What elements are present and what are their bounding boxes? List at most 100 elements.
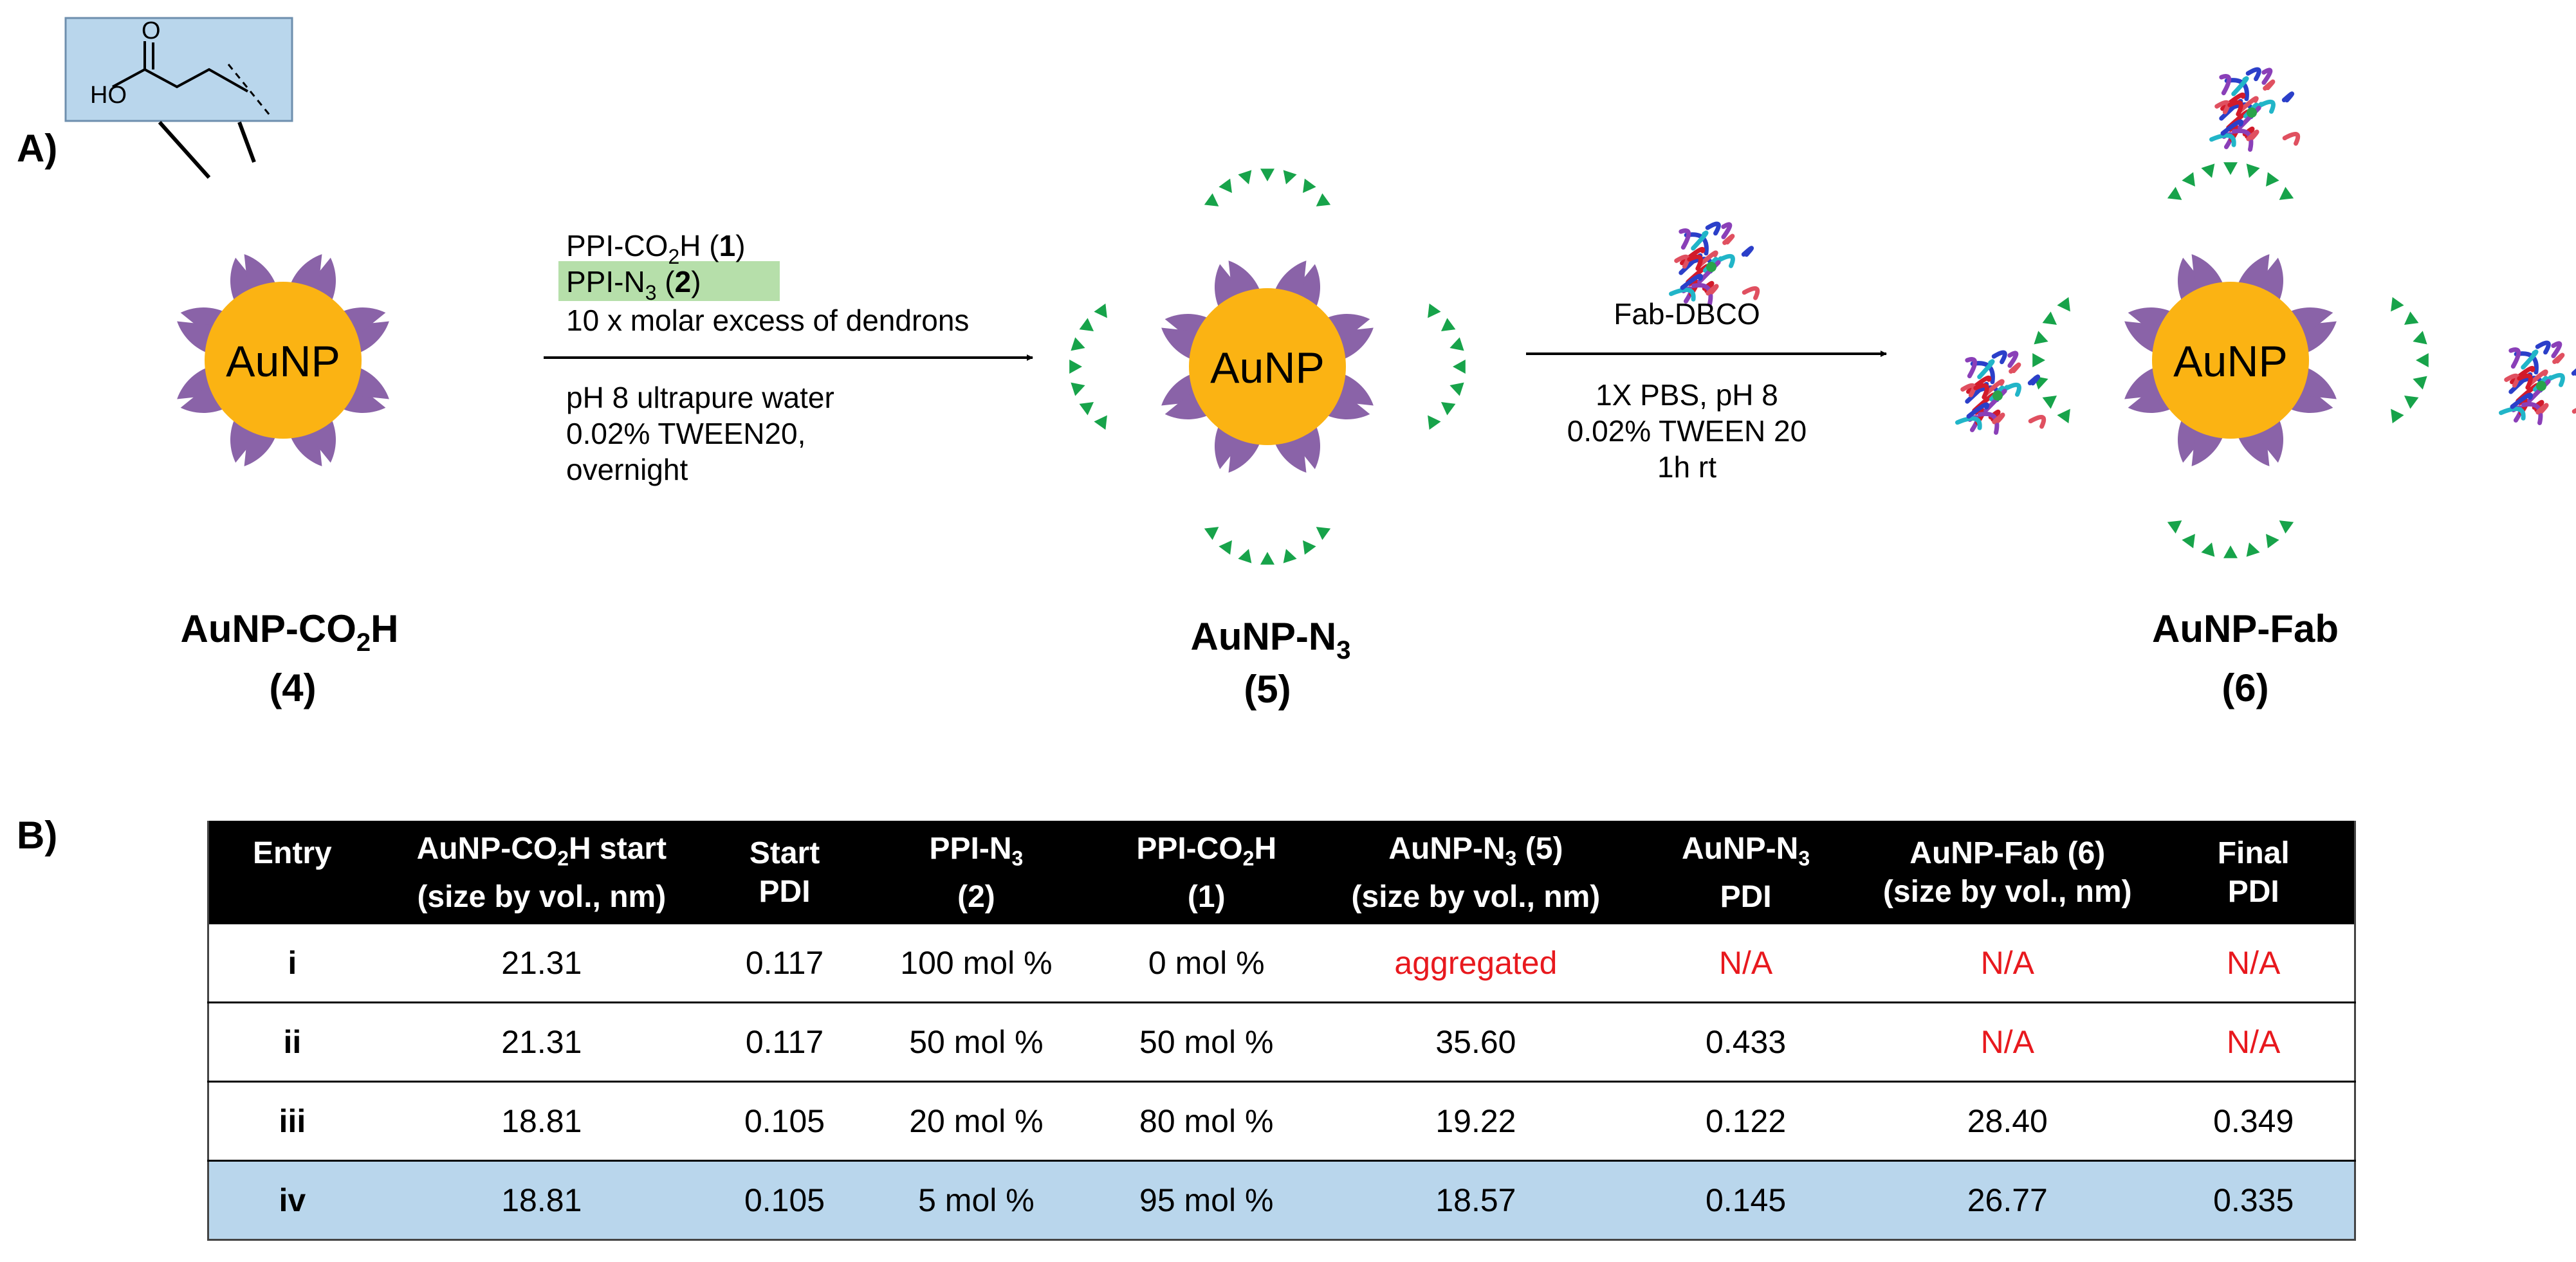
entry-cell: iv — [208, 1159, 376, 1240]
table-cell: 0.117 — [745, 944, 824, 981]
table-cell: 21.31 — [501, 944, 582, 981]
protein-ribbon — [1991, 350, 2007, 365]
azide-marker — [1428, 303, 1441, 318]
linker-inset: HO O — [64, 17, 293, 179]
table-cell: 0.105 — [707, 1080, 862, 1161]
azide-marker — [1094, 415, 1107, 430]
entry-cell: ii — [208, 1001, 376, 1082]
compound-number-5: (5) — [1244, 668, 1291, 711]
protein-ribbon — [2571, 368, 2576, 376]
table-cell: 50 mol % — [861, 1001, 1091, 1082]
panel-label-b: B) — [17, 814, 58, 857]
protein-ligand — [2247, 107, 2257, 118]
protein-ribbon — [1687, 254, 1703, 271]
fab-protein-icon — [1955, 350, 2047, 435]
azide-marker — [2182, 172, 2195, 187]
protein-ribbon — [1674, 254, 1690, 269]
protein-ligand — [2536, 381, 2546, 391]
inset-ho: HO — [90, 82, 127, 109]
protein-ribbon — [2246, 129, 2259, 142]
azide-marker — [2413, 331, 2427, 345]
table-cell: 50 mol % — [1090, 1001, 1322, 1082]
column-header: AuNP-Fab (6)(size by vol., nm) — [1862, 821, 2153, 924]
protein-ribbon — [1680, 273, 1704, 290]
table-cell: 18.57 — [1321, 1159, 1630, 1240]
table-cell: 5 mol % — [861, 1159, 1091, 1240]
azide-marker — [2266, 172, 2279, 187]
table-cell: 18.81 — [375, 1080, 708, 1161]
azide-marker — [1453, 360, 1466, 374]
inset-chain — [112, 68, 248, 93]
protein-ribbon — [2214, 100, 2231, 114]
azide-marker — [1238, 170, 1252, 185]
table-cell: N/A — [1862, 1001, 2153, 1082]
azide-marker — [1283, 549, 1297, 563]
protein-ribbon — [2219, 74, 2232, 96]
protein-ribbon — [2504, 373, 2520, 388]
protein-ribbon — [1742, 286, 1760, 300]
protein-ribbon — [2027, 374, 2040, 386]
table-cell: 0.349 — [2153, 1080, 2355, 1161]
protein-ribbon — [1955, 416, 1982, 430]
fab-protein-icon — [1668, 221, 1760, 306]
azide-marker — [2182, 533, 2195, 549]
compound-name-6: AuNP-Fab — [2152, 607, 2339, 650]
protein-ribbon — [2552, 352, 2565, 364]
protein-ribbon — [1668, 288, 1696, 302]
azide-marker — [2404, 396, 2419, 409]
step1-reagent1: PPI-CO2H (1) — [566, 229, 746, 268]
step1-reagent2: PPI-N3 (2) — [566, 265, 701, 304]
azide-marker — [1440, 402, 1456, 416]
step1-line4: pH 8 ultrapure water — [566, 381, 834, 414]
protein-ribbon — [2282, 131, 2301, 146]
protein-ribbon — [2007, 351, 2019, 368]
compound-name-4: AuNP-CO2H — [181, 607, 399, 657]
gold-core — [205, 282, 362, 439]
azide-marker — [2032, 353, 2045, 367]
table-cell: 95 mol % — [1090, 1159, 1322, 1240]
table-cell: 0.433 — [1630, 1001, 1863, 1082]
protein-ribbon — [2526, 369, 2548, 387]
protein-ribbon — [2231, 76, 2249, 96]
protein-ribbon — [1977, 411, 2000, 435]
protein-ligand — [1706, 262, 1716, 272]
table-cell: 0.122 — [1630, 1080, 1863, 1161]
azide-marker — [1449, 382, 1464, 396]
azide-marker — [1283, 170, 1297, 185]
azide-marker — [2057, 297, 2070, 312]
azide-marker — [2201, 542, 2215, 557]
protein-ribbon — [1706, 284, 1719, 296]
table-cell: N/A — [1980, 944, 2034, 981]
table-cell: 0.105 — [707, 1159, 862, 1240]
protein-ribbon — [1960, 383, 1976, 398]
table-cell: 35.60 — [1321, 1001, 1630, 1082]
panel-label-a: A) — [17, 127, 58, 170]
step2-line4: 1h rt — [1657, 450, 1716, 484]
azide-marker — [1260, 169, 1274, 181]
azide-marker — [2042, 311, 2057, 325]
protein-ribbon — [2231, 128, 2254, 152]
reaction-scheme: HO O AuNP AuNP AuNP AuNP-CO2H (4) AuNP-N… — [64, 17, 2576, 711]
table-cell: 0.145 — [1630, 1159, 1863, 1240]
azide-marker — [2223, 545, 2238, 558]
table-cell: 0 mol % — [1148, 944, 1265, 981]
azide-marker — [2057, 408, 2070, 424]
azide-marker — [1069, 360, 1082, 374]
azide-marker — [2167, 520, 2182, 534]
azide-marker — [2266, 533, 2279, 549]
protein-ribbon — [1992, 412, 2005, 425]
azide-marker — [1238, 549, 1252, 563]
core-label-5: AuNP — [1210, 343, 1325, 392]
column-header: Entry — [208, 821, 376, 924]
azide-marker — [2279, 520, 2294, 534]
table-cell: 20 mol % — [861, 1080, 1091, 1161]
column-header: AuNP-CO2H start(size by vol., nm) — [375, 821, 708, 924]
protein-ribbon — [2237, 96, 2259, 114]
azide-marker — [1303, 178, 1316, 194]
core-label-6: AuNP — [2173, 337, 2288, 386]
results-table: Entry AuNP-CO2H start(size by vol., nm)S… — [207, 821, 2356, 1241]
